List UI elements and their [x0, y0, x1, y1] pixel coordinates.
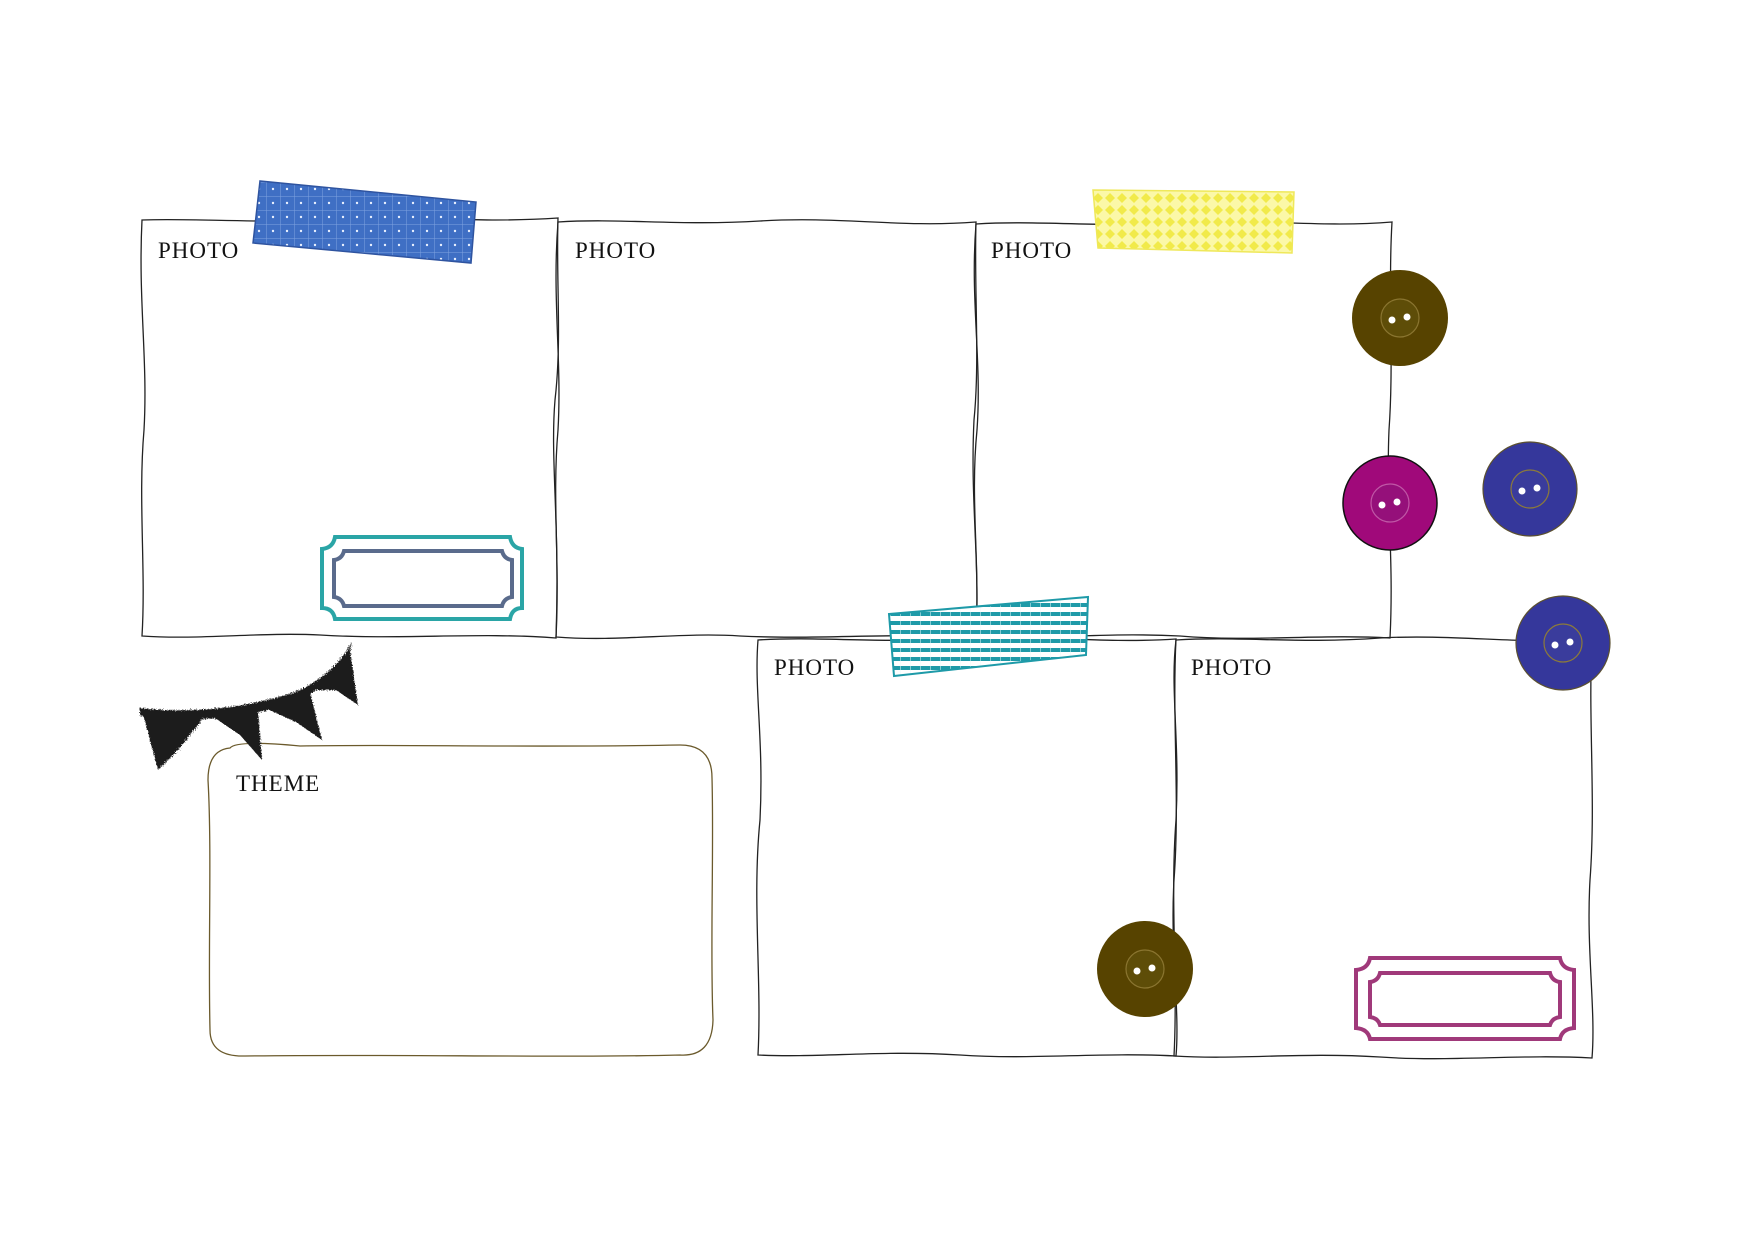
theme-label: THEME	[236, 771, 321, 796]
button-magenta	[1342, 455, 1438, 551]
theme-box	[207, 742, 714, 1057]
photo-frame-5	[1173, 636, 1594, 1060]
photo-label-5: PHOTO	[1191, 655, 1273, 680]
photo-label-1: PHOTO	[158, 238, 240, 263]
button-olive-bottom	[1097, 921, 1193, 1017]
washi-tape-yellow	[1092, 189, 1295, 254]
button-navy-right	[1482, 441, 1578, 537]
photo-frame-3	[973, 220, 1393, 639]
photo-label-3: PHOTO	[991, 238, 1073, 263]
button-olive-top	[1352, 270, 1448, 366]
bunting-banner	[140, 642, 358, 770]
photo-frame-2	[555, 219, 978, 640]
washi-tape-blue	[252, 180, 477, 264]
photo-label-4: PHOTO	[774, 655, 856, 680]
photo-frame-1	[140, 216, 560, 639]
label-frame-teal	[320, 535, 524, 621]
button-navy-corner	[1515, 595, 1611, 691]
label-frame-magenta	[1354, 956, 1576, 1041]
photo-label-2: PHOTO	[575, 238, 657, 263]
washi-tape-teal	[887, 595, 1090, 678]
